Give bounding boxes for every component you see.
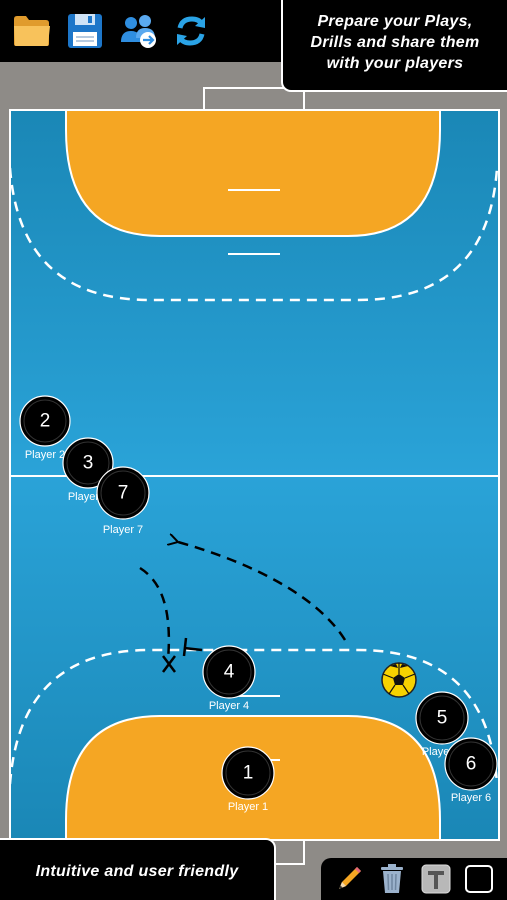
player-label: Player 2 (25, 449, 65, 461)
promo-banner-bottom: Intuitive and user friendly (0, 838, 276, 900)
player-number: 5 (437, 708, 448, 729)
pencil-icon[interactable] (332, 862, 366, 896)
promo-banner-top: Prepare your Plays, Drills and share the… (281, 0, 507, 92)
run-path[interactable] (139, 566, 171, 661)
free-throw-line-top (10, 167, 499, 302)
player-number: 3 (83, 453, 94, 474)
player-label: Player 7 (103, 524, 143, 536)
drawing-toolbar (321, 858, 507, 900)
player-1[interactable]: 1 Player 1 (221, 746, 275, 813)
cross-mark[interactable] (162, 655, 176, 673)
folder-icon[interactable] (12, 11, 52, 51)
player-number: 7 (118, 483, 129, 504)
ball-icon[interactable] (381, 662, 417, 698)
player-number: 1 (243, 763, 254, 784)
sync-icon[interactable] (171, 11, 211, 51)
player-number: 2 (40, 411, 51, 432)
text-tool-icon[interactable] (419, 862, 453, 896)
player-label: Player 4 (209, 700, 249, 712)
screen-mark[interactable] (182, 637, 203, 657)
share-players-icon[interactable] (118, 11, 158, 51)
player-label: Player 6 (451, 792, 491, 804)
promo-text: Intuitive and user friendly (35, 863, 239, 880)
free-throw-line-bottom (10, 648, 499, 785)
player-label: Player 1 (228, 801, 268, 813)
player-4[interactable]: 4 Player 4 (202, 645, 256, 712)
save-icon[interactable] (65, 11, 105, 51)
square-tool-icon[interactable] (462, 862, 496, 896)
player-number: 6 (466, 754, 477, 775)
player-number: 4 (224, 662, 235, 683)
player-7[interactable]: 7 Player 7 (96, 466, 150, 536)
promo-line-3: with your players (326, 55, 464, 72)
trash-icon[interactable] (375, 862, 409, 896)
player-6[interactable]: 6 Player 6 (444, 737, 498, 804)
top-toolbar (0, 0, 282, 62)
goal-area-top (65, 110, 441, 237)
promo-line-2: Drills and share them (310, 34, 480, 51)
pass-arrow[interactable] (178, 542, 347, 641)
player-2[interactable]: 2 Player 2 (19, 395, 71, 461)
promo-line-1: Prepare your Plays, (317, 13, 473, 30)
